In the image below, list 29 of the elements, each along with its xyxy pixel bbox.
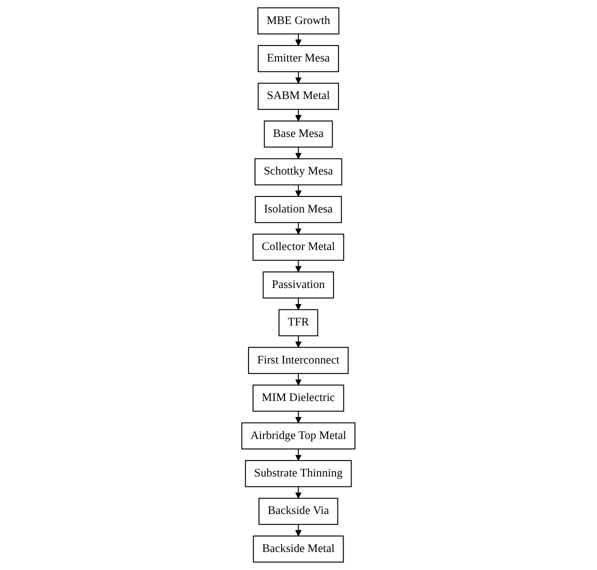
arrow [295,184,302,197]
node-box: Schottky Mesa [254,158,342,186]
arrow [295,146,302,160]
arrow [295,298,302,310]
node-box: Isolation Mesa [254,196,342,224]
node-box: Base Mesa [264,120,333,148]
arrow [295,71,302,84]
node-box: TFR [278,309,318,336]
node-box: Collector Metal [252,234,344,261]
arrow [295,33,302,46]
node-box: Substrate Thinning [245,460,352,488]
arrow [295,108,302,122]
node-box: SABM Metal [258,82,340,110]
arrow [295,335,302,348]
arrow [295,373,302,386]
arrow [295,260,302,272]
node-box: Emitter Mesa [258,45,340,72]
arrow [295,524,302,536]
arrow [295,222,302,234]
arrow [295,448,302,461]
node-box: Backside Metal [253,536,344,563]
node-box: Backside Via [258,498,338,525]
node-box: First Interconnect [248,346,349,374]
node-box: MIM Dielectric [252,384,344,412]
node-box: MBE Growth [258,7,340,34]
node-box: Passivation [262,271,334,299]
node-box: Airbridge Top Metal [241,422,356,450]
arrow [295,486,302,499]
arrow [295,410,302,424]
